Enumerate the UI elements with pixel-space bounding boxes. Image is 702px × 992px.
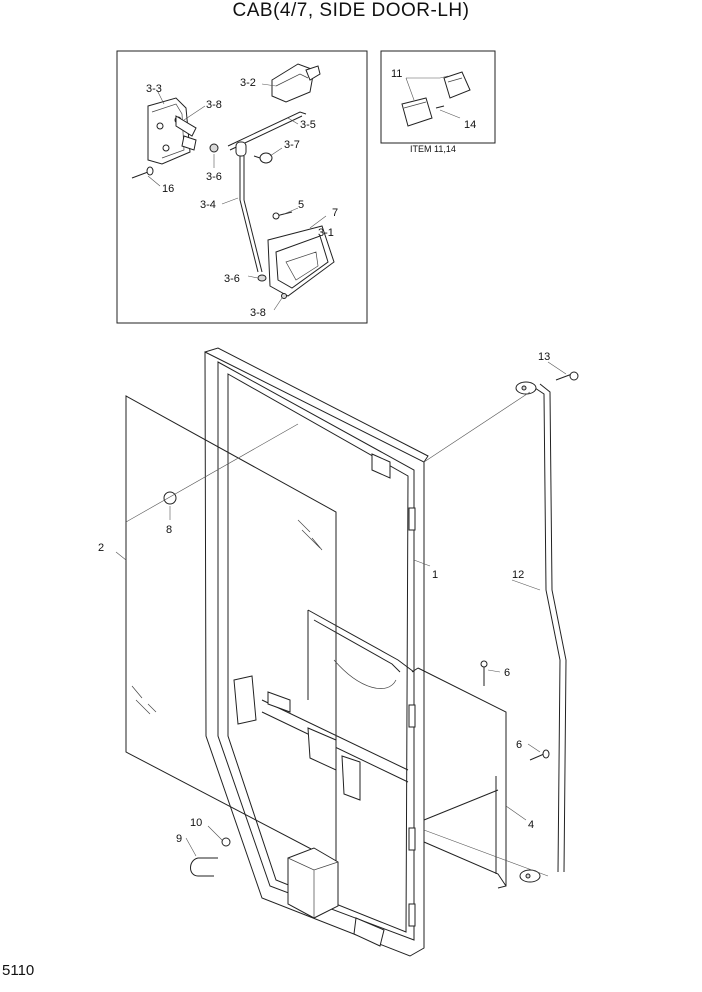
glass-pane-part — [125, 395, 337, 863]
callout-14: 14 — [464, 119, 476, 131]
callout-3-8-lower: 3-8 — [250, 307, 266, 319]
callout-1: 1 — [432, 569, 438, 581]
inner-panel-part — [307, 609, 507, 889]
callout-13: 13 — [538, 351, 550, 363]
callout-5: 5 — [298, 199, 304, 211]
callout-16: 16 — [162, 183, 174, 195]
inset-item-caption: ITEM 11,14 — [410, 144, 456, 154]
knob-part — [253, 152, 273, 164]
retainer-lower — [281, 293, 287, 299]
callout-6-upper: 6 — [504, 667, 510, 679]
callout-11: 11 — [391, 68, 402, 80]
vertical-rod-part — [239, 156, 263, 273]
u-bolt-9-part — [190, 857, 218, 877]
callout-3-3: 3-3 — [146, 83, 162, 95]
bolt-6-upper-part — [480, 660, 488, 686]
clip-upper — [209, 143, 219, 153]
bumper-14-part — [401, 97, 445, 127]
callout-12: 12 — [512, 569, 524, 581]
callout-3-5: 3-5 — [300, 119, 316, 131]
callout-2: 2 — [98, 542, 104, 554]
retainer-upper — [235, 141, 247, 157]
door-frame-part — [204, 347, 429, 957]
bolt-13-part — [555, 371, 579, 381]
page-title: CAB(4/7, SIDE DOOR-LH) — [232, 0, 470, 21]
door-handle-part — [267, 225, 335, 297]
callout-8: 8 — [166, 524, 172, 536]
nut-10-part — [221, 837, 231, 847]
screw-5-part — [272, 211, 293, 220]
bolt-6-lower-part — [529, 749, 550, 761]
callout-10: 10 — [190, 817, 202, 829]
callout-3-1: 3-1 — [318, 227, 334, 239]
callout-7: 7 — [332, 207, 338, 219]
item-11-14-detail-frame — [380, 50, 496, 144]
callout-3-2: 3-2 — [240, 77, 256, 89]
grab-handle-part — [515, 381, 567, 883]
callout-6-lower: 6 — [516, 739, 522, 751]
callout-3-6-upper: 3-6 — [206, 171, 222, 183]
callout-3-6-lower: 3-6 — [224, 273, 240, 285]
latch-body-part — [147, 97, 197, 165]
lock-cylinder-part — [271, 63, 321, 103]
callout-3-4: 3-4 — [200, 199, 216, 211]
page-number: 5110 — [2, 962, 35, 979]
callout-3-7: 3-7 — [284, 139, 300, 151]
plug-8-part — [163, 491, 177, 505]
latch-detail-frame — [116, 50, 368, 324]
callout-3-8-upper: 3-8 — [206, 99, 222, 111]
callout-4: 4 — [528, 819, 534, 831]
bumper-11-part — [443, 71, 471, 99]
clip-lower — [257, 274, 267, 282]
callout-9: 9 — [176, 833, 182, 845]
screw-16-part — [131, 166, 154, 179]
